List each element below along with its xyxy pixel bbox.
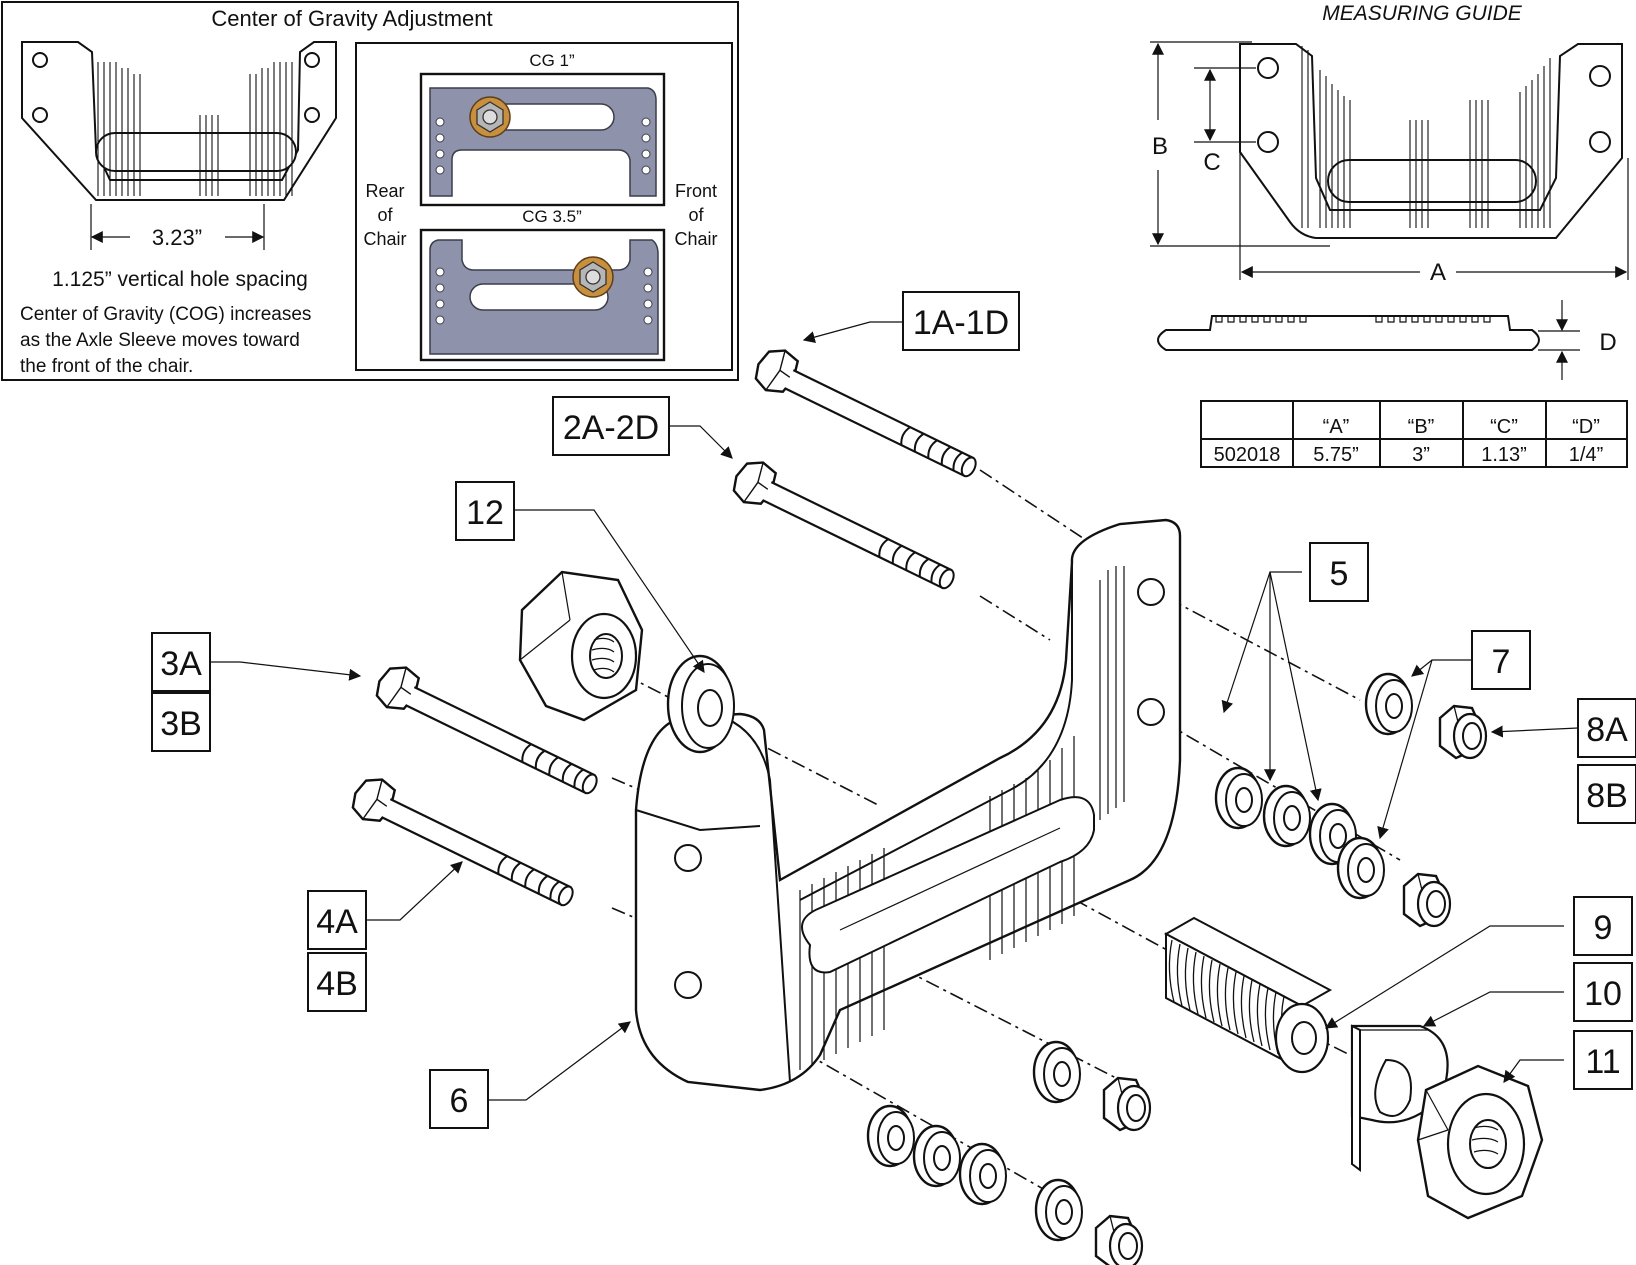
callout-5-label: 5 xyxy=(1330,555,1349,593)
callout-11: 11 xyxy=(1573,1030,1633,1090)
cg2-label: CG 3.5” xyxy=(522,207,582,226)
bolt-1a-1d xyxy=(748,341,986,489)
bolt-2a-2d xyxy=(726,453,964,601)
dim-a-label: A xyxy=(1430,259,1446,286)
axle-bracket-part-6 xyxy=(634,518,1182,1092)
dim-c-label: C xyxy=(1203,149,1220,176)
cog-inset: Center of Gravity Adjustment xyxy=(1,1,739,381)
callout-3a-label: 3A xyxy=(160,645,202,683)
callout-7: 7 xyxy=(1471,630,1531,690)
callout-12-label: 12 xyxy=(466,494,504,532)
callout-6-label: 6 xyxy=(450,1082,469,1120)
measuring-guide-title: MEASURING GUIDE xyxy=(1322,2,1523,25)
callout-1a-1d: 1A-1D xyxy=(902,291,1020,351)
washer-5a xyxy=(1214,766,1264,830)
washer-lower-2 xyxy=(866,1104,916,1168)
cg1-label: CG 1” xyxy=(529,51,575,70)
cg1-plate xyxy=(419,72,666,207)
rear-label-line2: of xyxy=(377,205,393,225)
callout-4a-label: 4A xyxy=(316,903,358,941)
table-header-b: “B” xyxy=(1408,416,1435,438)
cg2-plate xyxy=(419,228,666,362)
washer-5b xyxy=(1262,784,1312,848)
callout-3b: 3B xyxy=(151,692,211,752)
callout-2a-2d: 2A-2D xyxy=(552,396,670,456)
callout-4a: 4A xyxy=(307,890,367,950)
callout-9-label: 9 xyxy=(1594,909,1613,947)
callout-8b: 8B xyxy=(1577,764,1636,824)
callout-1a-1d-label: 1A-1D xyxy=(913,304,1009,342)
callout-5: 5 xyxy=(1309,542,1369,602)
cog-note-line1: Center of Gravity (COG) increases xyxy=(20,304,311,325)
washer-7b xyxy=(1336,836,1386,900)
rear-label-line3: Chair xyxy=(363,229,406,249)
spec-table: “A” “B” “C” “D” 502018 5.75” 3” 1.13” 1/… xyxy=(1200,400,1628,468)
rear-label-line1: Rear xyxy=(365,181,404,201)
callout-leaders xyxy=(201,321,1579,1101)
table-cell-d: 1/4” xyxy=(1569,444,1603,466)
hole-spacing-text: 1.125” vertical hole spacing xyxy=(52,268,308,291)
locknut-8a xyxy=(1438,704,1488,760)
callout-8a: 8A xyxy=(1577,698,1636,758)
washer-lower-4 xyxy=(958,1142,1008,1206)
callout-10-label: 10 xyxy=(1584,975,1622,1013)
locknut-8b xyxy=(1402,872,1452,928)
washer-lower-3 xyxy=(912,1124,962,1188)
cog-note-line2: as the Axle Sleeve moves toward xyxy=(20,330,300,351)
bolt-4a-4b xyxy=(345,770,583,918)
callout-6: 6 xyxy=(429,1069,489,1129)
callout-9: 9 xyxy=(1573,896,1633,956)
callout-7-label: 7 xyxy=(1492,643,1511,681)
callout-3a: 3A xyxy=(151,632,211,692)
inset-bracket-front-view xyxy=(21,41,337,201)
callout-11-label: 11 xyxy=(1585,1043,1620,1081)
measuring-guide: MEASURING GUIDE B C xyxy=(1150,2,1629,380)
table-cell-c: 1.13” xyxy=(1481,444,1527,466)
axle-sleeve-part-9 xyxy=(1163,916,1333,1074)
washer-lower-5 xyxy=(1034,1178,1084,1242)
table-header-c: “C” xyxy=(1490,416,1518,438)
callout-10: 10 xyxy=(1573,962,1633,1022)
table-cell-b: 3” xyxy=(1412,444,1430,466)
front-label-line2: of xyxy=(688,205,704,225)
washer-12 xyxy=(666,654,735,754)
dim-b-label: B xyxy=(1152,133,1168,160)
washer-lower-1 xyxy=(1032,1040,1082,1104)
table-cell-a: 5.75” xyxy=(1313,444,1359,466)
dimension-3-23-label: 3.23” xyxy=(152,225,202,250)
table-header-d: “D” xyxy=(1572,416,1600,438)
table-header-a: “A” xyxy=(1323,416,1350,438)
callout-4b-label: 4B xyxy=(316,965,358,1003)
large-nut xyxy=(518,570,644,722)
callout-4b: 4B xyxy=(307,952,367,1012)
locknut-lower-1 xyxy=(1102,1076,1152,1132)
washer-7a xyxy=(1364,672,1414,736)
large-nut-part-11 xyxy=(1416,1064,1544,1220)
table-cell-part: 502018 xyxy=(1214,444,1281,466)
callout-12: 12 xyxy=(455,481,515,541)
inset-title: Center of Gravity Adjustment xyxy=(211,6,492,31)
locknut-lower-2 xyxy=(1094,1214,1144,1265)
cog-note-line3: the front of the chair. xyxy=(20,356,193,377)
dim-d-label: D xyxy=(1599,329,1616,356)
callout-8a-label: 8A xyxy=(1586,711,1628,749)
callout-2a-2d-label: 2A-2D xyxy=(563,409,659,447)
callout-3b-label: 3B xyxy=(160,705,202,743)
front-label-line3: Chair xyxy=(674,229,717,249)
front-label-line1: Front xyxy=(675,181,717,201)
callout-8b-label: 8B xyxy=(1586,777,1628,815)
